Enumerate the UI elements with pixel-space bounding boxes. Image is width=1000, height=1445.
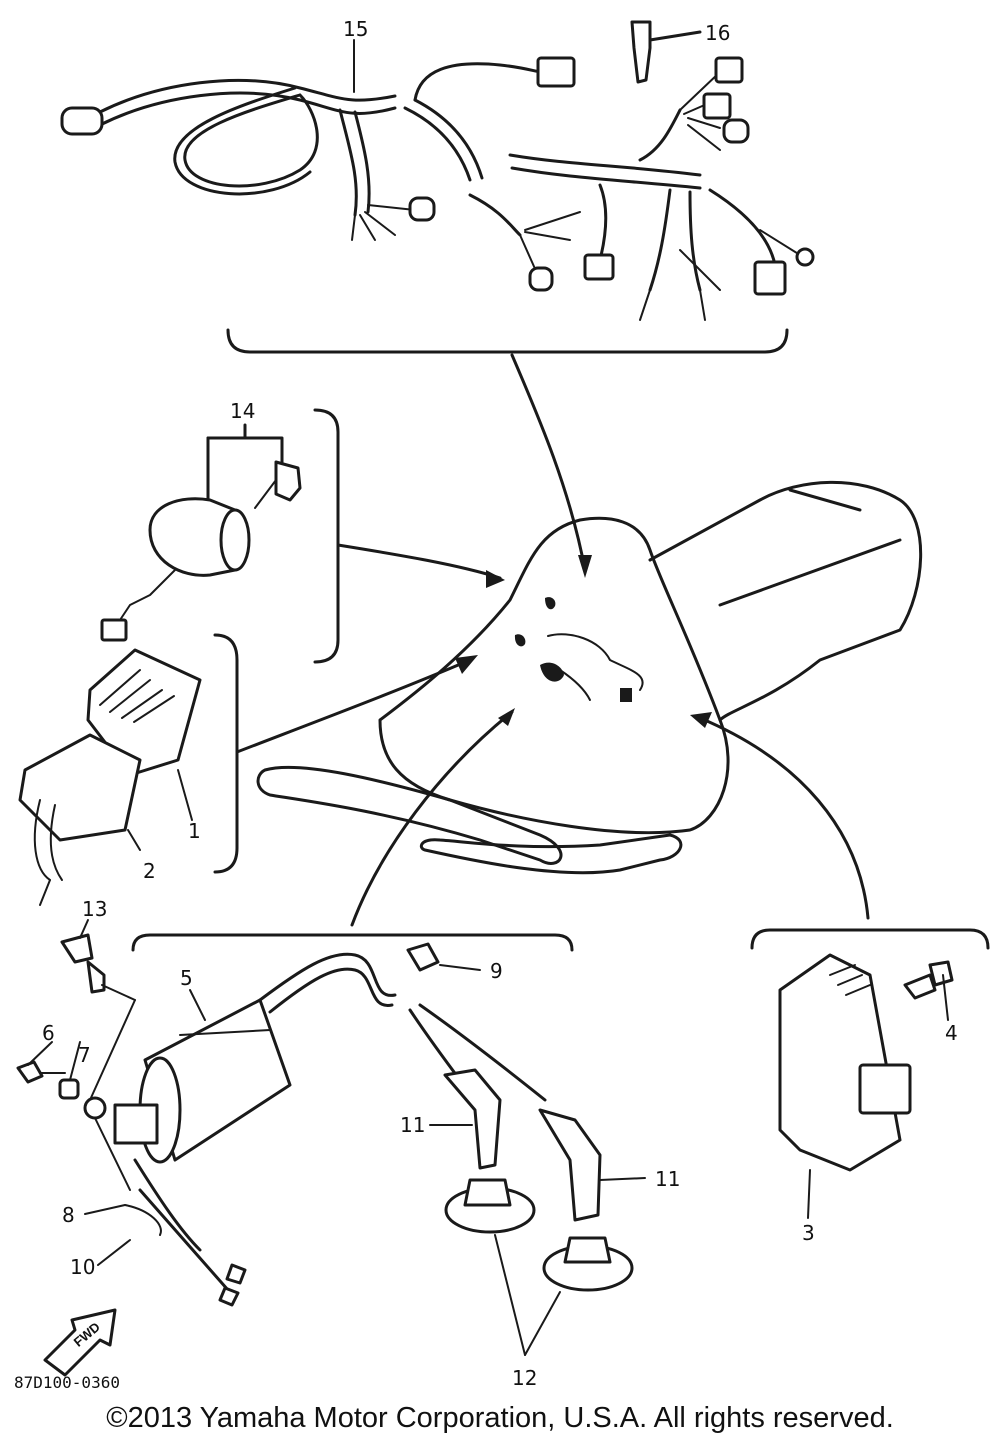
callout-11-right: 11	[655, 1167, 680, 1191]
cdi-unit	[18, 633, 239, 906]
callout-14: 14	[230, 399, 255, 423]
callout-1: 1	[188, 819, 201, 843]
callout-6: 6	[42, 1021, 55, 1045]
callout-11-left: 11	[400, 1113, 425, 1137]
main-switch	[100, 408, 340, 664]
callout-12: 12	[512, 1366, 537, 1390]
leader-lines	[27, 39, 949, 1356]
callout-10: 10	[70, 1255, 95, 1279]
callout-numbers: 15 16 14 1 2 13 5 9 6 7 4 11 11 8 3 10 1…	[14, 17, 958, 1392]
wire-harness	[60, 56, 815, 354]
spare-key	[630, 20, 702, 84]
callout-arrows	[235, 353, 870, 927]
callout-13: 13	[82, 897, 107, 921]
callout-5: 5	[180, 966, 193, 990]
copyright-notice: ©2013 Yamaha Motor Corporation, U.S.A. A…	[106, 1402, 894, 1434]
callout-4: 4	[945, 1021, 958, 1045]
callout-8: 8	[62, 1203, 75, 1227]
rectifier-regulator	[750, 928, 990, 1172]
snowmobile-body	[256, 480, 923, 875]
callout-9: 9	[490, 959, 503, 983]
figure-code: 87D100-0360	[14, 1373, 120, 1392]
callout-15: 15	[343, 17, 368, 41]
callout-3: 3	[802, 1221, 815, 1245]
callout-16: 16	[705, 21, 730, 45]
callout-7: 7	[78, 1043, 91, 1067]
callout-2: 2	[143, 859, 156, 883]
ignition-coil-assembly	[16, 933, 634, 1377]
